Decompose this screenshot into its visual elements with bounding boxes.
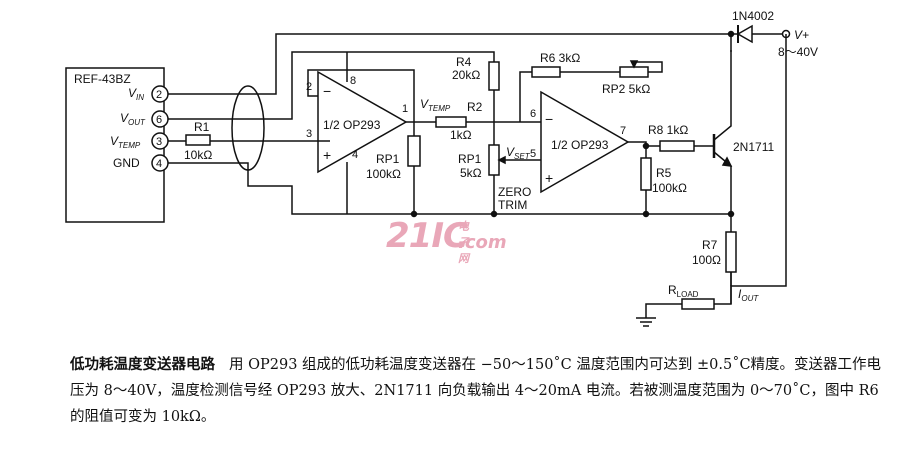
r8-label: R8 1kΩ	[648, 123, 688, 137]
caption-body: 用 OP293 组成的低功耗温度变送器在 −50～150˚C 温度范围内可达到 …	[70, 357, 882, 425]
r4-value: 20kΩ	[452, 68, 480, 82]
r7-label: R7	[702, 238, 718, 252]
watermark-logo: 21IC 电子网 .com	[386, 216, 507, 265]
r1-value: 10kΩ	[184, 148, 212, 162]
r1-label: R1	[194, 120, 210, 134]
opamp1-pin1: 1	[402, 103, 408, 115]
r5-value: 100kΩ	[652, 181, 687, 195]
r2-resistor	[435, 116, 467, 128]
vout-label: VOUT	[120, 111, 146, 127]
r7-value: 100Ω	[692, 253, 721, 267]
rp1-wiper-arrow	[497, 155, 506, 165]
opamp2-triangle	[540, 90, 630, 194]
transistor-collector	[713, 66, 732, 141]
figure-caption: 低功耗温度变送器电路用 OP293 组成的低功耗温度变送器在 −50～150˚C…	[70, 352, 890, 430]
rp2-label: RP2 5kΩ	[602, 82, 650, 96]
rp1a-value: 100kΩ	[366, 167, 401, 181]
r2-label: R2	[467, 100, 483, 114]
opamp2-plus: +	[545, 170, 553, 186]
pin4-num: 4	[156, 158, 162, 170]
ref43bz-label: REF-43BZ	[74, 72, 131, 86]
iout-loop	[730, 34, 787, 304]
transistor-label: 2N1711	[733, 140, 774, 154]
r6-label: R6 3kΩ	[540, 51, 580, 65]
gnd-wire	[168, 162, 731, 215]
opamp1-feedback	[307, 69, 415, 123]
pin6-num: 6	[156, 114, 162, 126]
cable-ellipse	[231, 85, 265, 171]
vrange-label: 8～40V	[778, 45, 818, 59]
rp2-to-emitter	[662, 66, 731, 72]
opamp1-pin4: 4	[352, 149, 358, 161]
rp1a-label: RP1	[376, 152, 400, 166]
r2-value: 1kΩ	[450, 128, 472, 142]
opamp1-label: 1/2 OP293	[323, 118, 381, 132]
rp1-100k	[407, 135, 421, 167]
r5-label: R5	[656, 166, 672, 180]
rp1b-value: 5kΩ	[460, 166, 482, 180]
watermark-big: 21IC	[386, 216, 468, 256]
vtemp-label: VTEMP	[110, 134, 141, 150]
pin2-num: 2	[156, 89, 162, 101]
vset-label: VSET	[506, 145, 531, 161]
rload-label: RLOAD	[668, 283, 699, 299]
opamp1-pin8: 8	[350, 75, 356, 87]
r8-resistor	[659, 140, 695, 152]
rp1b-label: RP1	[458, 152, 482, 166]
rload-resistor	[681, 298, 715, 310]
opamp2-pin6: 6	[530, 108, 536, 120]
opamp2-label: 1/2 OP293	[551, 138, 609, 152]
diode-triangle	[736, 24, 753, 44]
vin-wire	[168, 33, 738, 95]
opamp1-plus: +	[323, 147, 331, 163]
diode-label: 1N4002	[732, 9, 774, 23]
r7-resistor	[725, 231, 737, 273]
circuit-schematic: REF-43BZ VIN VOUT VTEMP GND 2 6 3 4 R1 1…	[65, 9, 818, 327]
zero-label: ZERO	[498, 185, 531, 199]
r4-label: R4	[456, 55, 472, 69]
caption-title: 低功耗温度变送器电路	[70, 356, 215, 373]
opamp1-pin2: 2	[306, 81, 312, 93]
r5-resistor	[640, 157, 652, 191]
r6-resistor	[531, 66, 561, 78]
vplus-label: V+	[794, 28, 809, 42]
transistor-emitter-arrow	[721, 156, 733, 167]
opamp2-minus: −	[545, 111, 553, 127]
gnd-label: GND	[113, 156, 140, 170]
opamp1-pin3: 3	[306, 128, 312, 140]
opamp1-minus: −	[323, 83, 331, 99]
r4-resistor	[488, 61, 500, 91]
opamp2-pin7: 7	[620, 125, 626, 137]
opamp2-pin5: 5	[530, 148, 536, 160]
pin3-num: 3	[156, 136, 162, 148]
watermark-com: .com	[458, 232, 507, 253]
opamp1-triangle	[317, 70, 408, 174]
watermark-top: 电子网	[458, 220, 469, 265]
iout-label: IOUT	[738, 287, 759, 303]
vout-wire	[168, 51, 495, 120]
vtemp-node-label: VTEMP	[420, 97, 451, 113]
r1-resistor	[185, 134, 211, 146]
trim-label: TRIM	[498, 198, 527, 212]
vin-label: VIN	[128, 86, 144, 102]
